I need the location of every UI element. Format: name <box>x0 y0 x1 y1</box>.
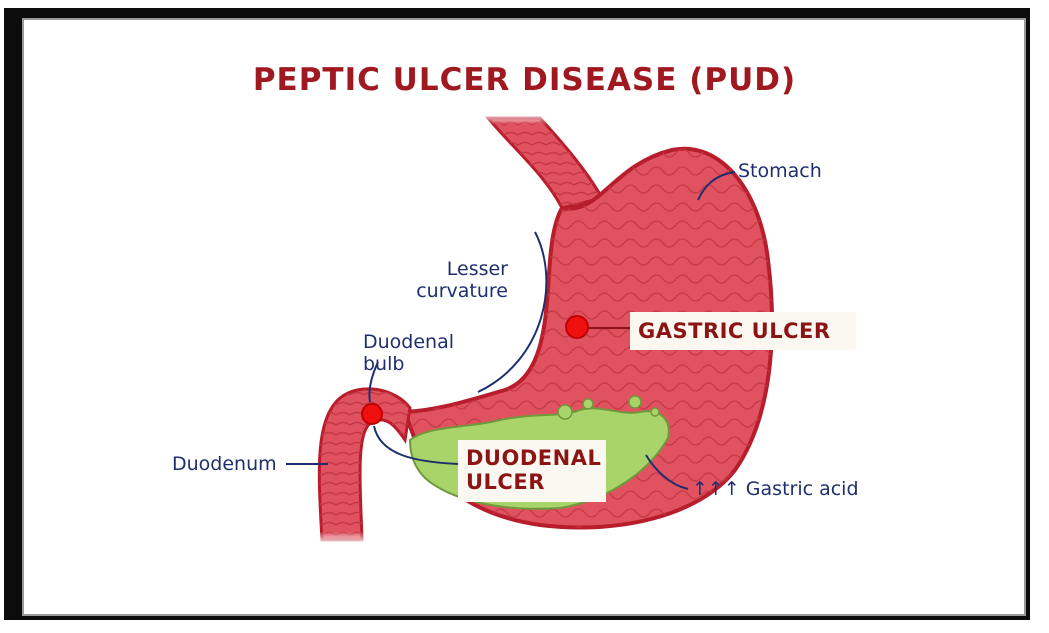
duodenum <box>310 389 410 545</box>
label-lesser-curvature-line2: curvature <box>410 280 508 302</box>
label-stomach: Stomach <box>738 160 822 182</box>
label-duodenum: Duodenum <box>172 453 277 475</box>
label-duodenal-bulb-line2: bulb <box>363 353 454 375</box>
label-gastric-acid: ↑↑↑ Gastric acid <box>692 478 859 500</box>
label-duodenal-bulb-line1: Duodenal <box>363 331 454 353</box>
gastric-ulcer-dot <box>566 316 588 338</box>
label-lesser-curvature: Lesser curvature <box>410 258 508 302</box>
esophagus <box>480 112 602 208</box>
callout-duodenal-ulcer-line1: DUODENAL <box>466 446 598 470</box>
duodenal-ulcer-dot <box>362 404 382 424</box>
callout-gastric-ulcer-text: GASTRIC ULCER <box>638 319 848 343</box>
callout-duodenal-ulcer: DUODENAL ULCER <box>458 440 606 502</box>
label-lesser-curvature-line1: Lesser <box>410 258 508 280</box>
label-duodenal-bulb: Duodenal bulb <box>363 331 454 375</box>
callout-gastric-ulcer: GASTRIC ULCER <box>630 312 856 350</box>
callout-duodenal-ulcer-line2: ULCER <box>466 470 598 494</box>
